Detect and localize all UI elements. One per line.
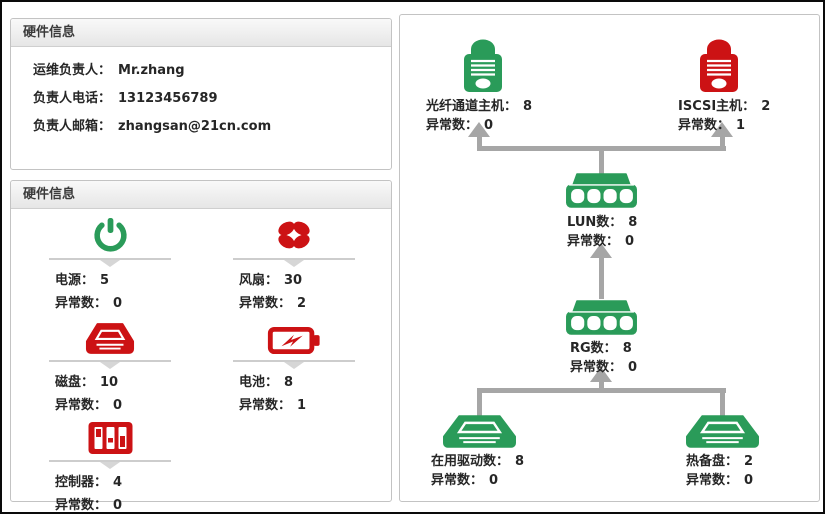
iscsi-host-node-icon[interactable] bbox=[692, 37, 746, 93]
contact-row-phone: 负责人电话： 13123456789 bbox=[33, 91, 391, 106]
chevron-down-icon bbox=[100, 462, 120, 469]
contact-panel-body: 运维负责人： Mr.zhang 负责人电话： 13123456789 负责人邮箱： z… bbox=[11, 47, 391, 134]
chevron-down-icon bbox=[100, 362, 120, 369]
divider bbox=[233, 360, 355, 369]
connector-hot-spare-stub bbox=[720, 388, 725, 416]
storage-topology-panel: 光纤通道主机：8 异常数：0 ISCSI主机：2 异常数：1 bbox=[399, 14, 820, 502]
contact-row-manager: 运维负责人： Mr.zhang bbox=[33, 63, 391, 78]
active-drives-count: 在用驱动数：8 bbox=[431, 454, 525, 469]
divider bbox=[49, 258, 171, 267]
connector-hosts-horizontal bbox=[477, 146, 726, 151]
arrow-up-fc-host bbox=[468, 122, 490, 137]
connector-drives-horizontal bbox=[477, 388, 726, 393]
hot-spare-abnormal-count: 异常数：0 bbox=[686, 473, 754, 488]
active-drives-node-icon[interactable] bbox=[442, 414, 517, 449]
manager-label: 运维负责人： bbox=[33, 63, 112, 78]
battery-abnormal-count: 异常数：1 bbox=[239, 398, 307, 413]
manager-value: Mr.zhang bbox=[118, 63, 185, 78]
arrow-up-rg bbox=[590, 367, 612, 382]
controller-icon bbox=[49, 415, 171, 455]
connector-lun-up bbox=[599, 146, 604, 176]
hot-spare-node-icon[interactable] bbox=[685, 414, 760, 449]
arrow-up-lun bbox=[590, 243, 612, 258]
divider bbox=[233, 258, 355, 267]
fc-host-abnormal-count: 异常数：0 bbox=[426, 118, 494, 133]
rg-abnormal-count: 异常数：0 bbox=[570, 360, 638, 375]
fan-icon bbox=[233, 213, 355, 253]
hw-cell-battery: 电池：8 异常数：1 bbox=[233, 315, 355, 417]
phone-label: 负责人电话： bbox=[33, 91, 112, 106]
connector-active-drives-stub bbox=[477, 388, 482, 416]
fan-count: 风扇：30 bbox=[239, 273, 303, 288]
connector-fc-stub bbox=[477, 136, 482, 148]
hot-spare-count: 热备盘：2 bbox=[686, 454, 754, 469]
fc-host-label: 光纤通道主机：8 异常数：0 bbox=[426, 97, 532, 135]
divider bbox=[49, 360, 171, 369]
hw-cell-fan: 风扇：30 异常数：2 bbox=[233, 213, 355, 315]
power-abnormal-count: 异常数：0 bbox=[55, 296, 123, 311]
lun-node-icon[interactable] bbox=[564, 171, 639, 210]
arrow-up-iscsi-host bbox=[711, 122, 733, 137]
chevron-down-icon bbox=[100, 260, 120, 267]
connector-rg-lun bbox=[599, 257, 604, 299]
power-count: 电源：5 bbox=[55, 273, 110, 288]
hot-spare-label: 热备盘：2 异常数：0 bbox=[686, 452, 753, 490]
hardware-panel-title: 硬件信息 bbox=[11, 181, 391, 209]
chevron-down-icon bbox=[284, 260, 304, 267]
iscsi-host-abnormal-count: 异常数：1 bbox=[678, 118, 746, 133]
disk-abnormal-count: 异常数：0 bbox=[55, 398, 123, 413]
lun-abnormal-count: 异常数：0 bbox=[567, 234, 635, 249]
disk-icon bbox=[49, 315, 171, 355]
hw-cell-power: 电源：5 异常数：0 bbox=[49, 213, 171, 315]
battery-count: 电池：8 bbox=[239, 375, 294, 390]
rg-count: RG数：8 bbox=[570, 341, 632, 356]
power-icon bbox=[49, 213, 171, 253]
controller-count: 控制器：4 bbox=[55, 475, 123, 490]
email-label: 负责人邮箱： bbox=[33, 119, 112, 134]
lun-label: LUN数：8 异常数：0 bbox=[567, 213, 637, 251]
phone-value: 13123456789 bbox=[118, 91, 218, 106]
hardware-status-panel: 硬件信息 电源：5 异常数：0 bbox=[10, 180, 392, 512]
active-drives-label: 在用驱动数：8 异常数：0 bbox=[431, 452, 524, 490]
fc-host-node-icon[interactable] bbox=[456, 37, 510, 93]
hw-cell-controller: 控制器：4 异常数：0 bbox=[49, 415, 171, 513]
connector-rg-stub bbox=[599, 381, 604, 393]
fan-abnormal-count: 异常数：2 bbox=[239, 296, 307, 311]
battery-icon bbox=[233, 315, 355, 355]
contact-info-panel: 硬件信息 运维负责人： Mr.zhang 负责人电话： 13123456789 负责… bbox=[10, 18, 392, 170]
contact-row-email: 负责人邮箱： zhangsan@21cn.com bbox=[33, 119, 391, 134]
email-value: zhangsan@21cn.com bbox=[118, 119, 272, 134]
active-drives-abnormal-count: 异常数：0 bbox=[431, 473, 499, 488]
lun-count: LUN数：8 bbox=[567, 215, 638, 230]
disk-count: 磁盘：10 bbox=[55, 375, 119, 390]
iscsi-host-count: ISCSI主机：2 bbox=[678, 99, 771, 114]
divider bbox=[49, 460, 171, 469]
controller-abnormal-count: 异常数：0 bbox=[55, 498, 123, 513]
hw-cell-disk: 磁盘：10 异常数：0 bbox=[49, 315, 171, 417]
fc-host-count: 光纤通道主机：8 bbox=[426, 99, 533, 114]
connector-iscsi-stub bbox=[720, 136, 725, 148]
iscsi-host-label: ISCSI主机：2 异常数：1 bbox=[678, 97, 770, 135]
rg-node-icon[interactable] bbox=[564, 298, 639, 337]
contact-panel-title: 硬件信息 bbox=[11, 19, 391, 47]
rg-label: RG数：8 异常数：0 bbox=[570, 339, 637, 377]
chevron-down-icon bbox=[284, 362, 304, 369]
